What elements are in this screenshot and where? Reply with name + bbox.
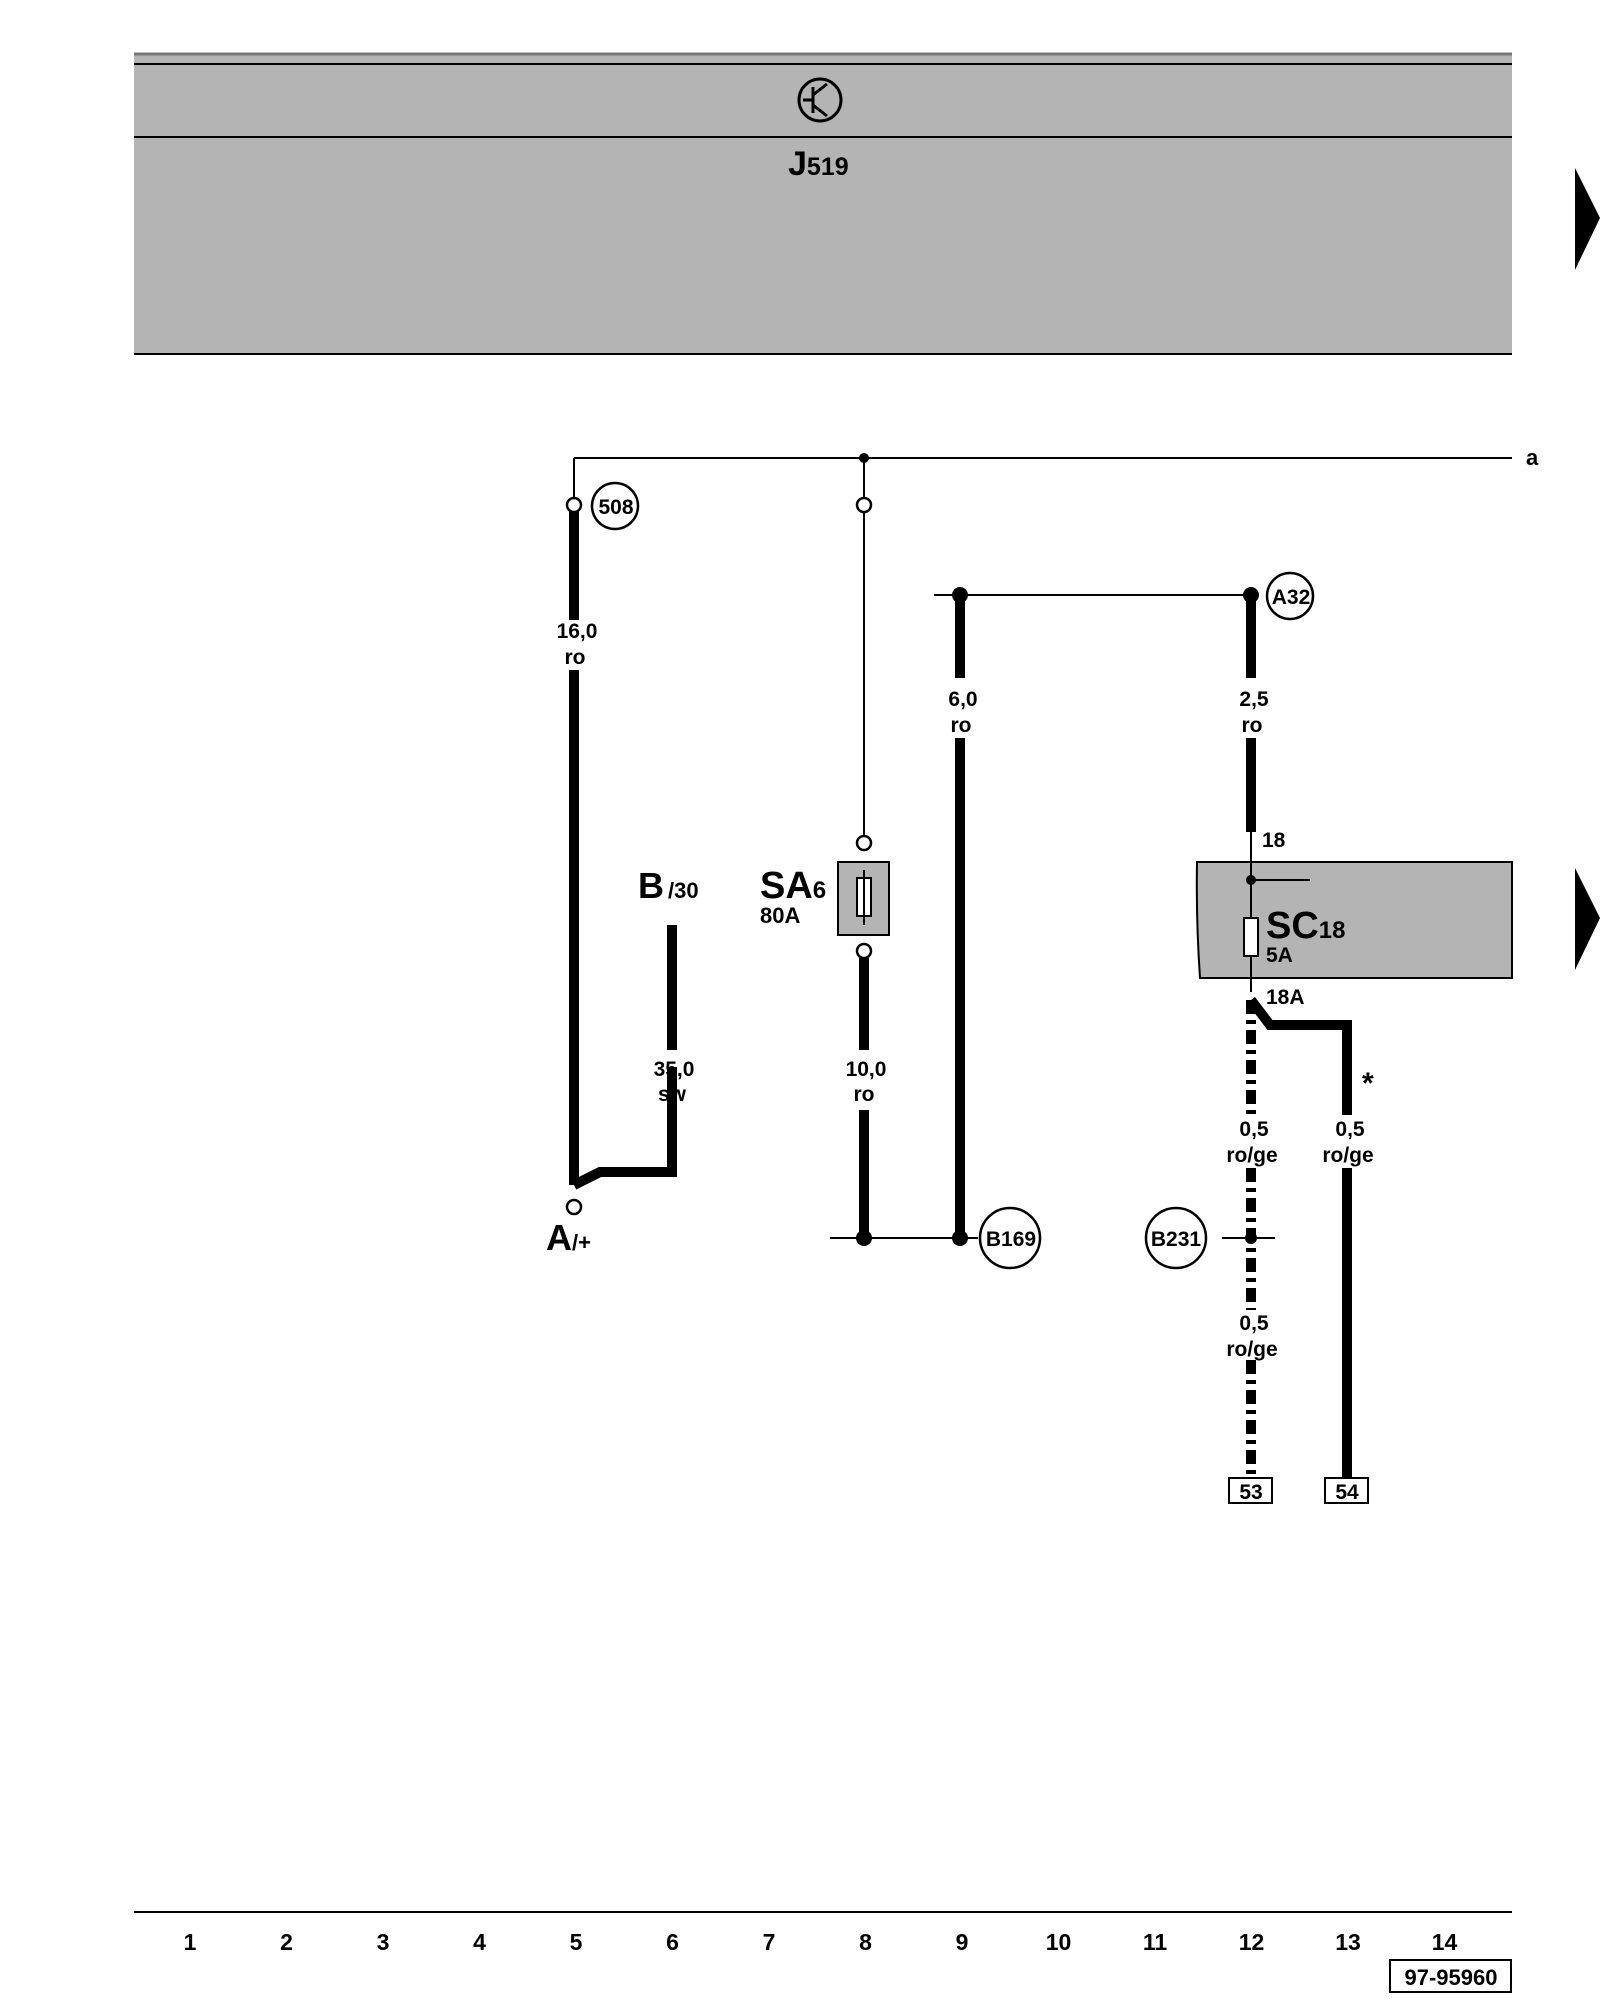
connection-point-a32: A32 [1265,571,1315,621]
pin-connector [855,834,873,852]
wire-color-label: ro/ge [1226,1338,1277,1361]
svg-text:508: 508 [598,496,633,519]
wire-color-label: ro [1242,714,1263,737]
connection-point-b169: B169 [978,1206,1042,1270]
column-number: 14 [1432,1929,1458,1955]
column-number: 10 [1046,1929,1072,1955]
column-number: 3 [377,1929,390,1955]
column-number: 5 [570,1929,583,1955]
column-number: 4 [473,1929,486,1955]
continuation-arrow-icon [1575,168,1600,270]
fuse-carrier-sc [1195,861,1513,979]
pin-connector [565,496,583,514]
pin-connector [855,942,873,960]
wire-color-label: sw [658,1083,687,1106]
fuse-sa6 [837,861,890,936]
svg-text:54: 54 [1335,1481,1359,1504]
asterisk-note: * [1362,1067,1374,1100]
fuse-sc-pin-out: 18A [1266,986,1305,1009]
continuation-arrow-icon [1575,868,1600,970]
terminal-54: 54 [1324,1477,1369,1504]
wire-color-label: ro/ge [1322,1144,1373,1167]
column-number: 2 [280,1929,293,1955]
fuse-sc-pin-in: 18 [1262,829,1286,852]
wire-16-ro [569,510,677,1190]
wire-color-label: ro [951,714,972,737]
wire-color-label: ro/ge [1226,1144,1277,1167]
svg-text:53: 53 [1239,1481,1262,1504]
column-number: 12 [1239,1929,1265,1955]
module-header-band [134,54,1512,354]
wire-size-label: 0,5 [1239,1118,1269,1141]
wire-color-label: ro [854,1083,875,1106]
svg-text:B169: B169 [986,1228,1036,1251]
continuation-label: a [1526,445,1539,470]
pin-connector [565,1198,583,1216]
fuse-sa-rating: 80A [760,903,800,928]
connection-point-b231: B231 [1144,1206,1208,1270]
module-symbol-icon [797,77,843,123]
wire-size-label: 10,0 [846,1058,887,1081]
bus-a32 [934,587,1259,603]
module-label: J519 [788,145,849,183]
column-number: 9 [956,1929,969,1955]
wire-size-label: 0,5 [1239,1312,1269,1335]
junction-b231 [1222,1232,1275,1244]
terminal-53: 53 [1228,1477,1273,1504]
fuse-sc18 [1243,875,1310,957]
column-number: 7 [763,1929,776,1955]
pin-connector [855,496,873,514]
wire-size-label: 0,5 [1335,1118,1365,1141]
column-number: 1 [184,1929,197,1955]
connection-point-508: 508 [590,481,640,531]
document-number: 97-95960 [1389,1959,1512,1993]
wire-size-label: 6,0 [948,688,977,711]
wire-size-label: 35,0 [654,1058,695,1081]
battery-label: A/+ [546,1217,591,1258]
column-number: 11 [1143,1929,1168,1955]
bus-line-a [573,453,1512,505]
starter-label: B/30 [638,865,699,906]
column-number: 8 [859,1929,872,1955]
fuse-sa-label: SA6 [760,865,826,907]
svg-text:A32: A32 [1272,586,1311,609]
wire-0-5-ro-ge-54 [1247,996,1352,1115]
column-number: 13 [1335,1929,1361,1955]
svg-text:97-95960: 97-95960 [1405,1965,1498,1990]
wire-size-label: 2,5 [1239,688,1269,711]
column-number: 6 [666,1929,679,1955]
wire-color-label: ro [565,646,586,669]
wire-size-label: 16,0 [557,620,598,643]
fuse-sc-label: SC18 [1266,905,1346,947]
svg-text:B231: B231 [1151,1228,1202,1251]
fuse-sc-rating: 5A [1266,944,1293,967]
